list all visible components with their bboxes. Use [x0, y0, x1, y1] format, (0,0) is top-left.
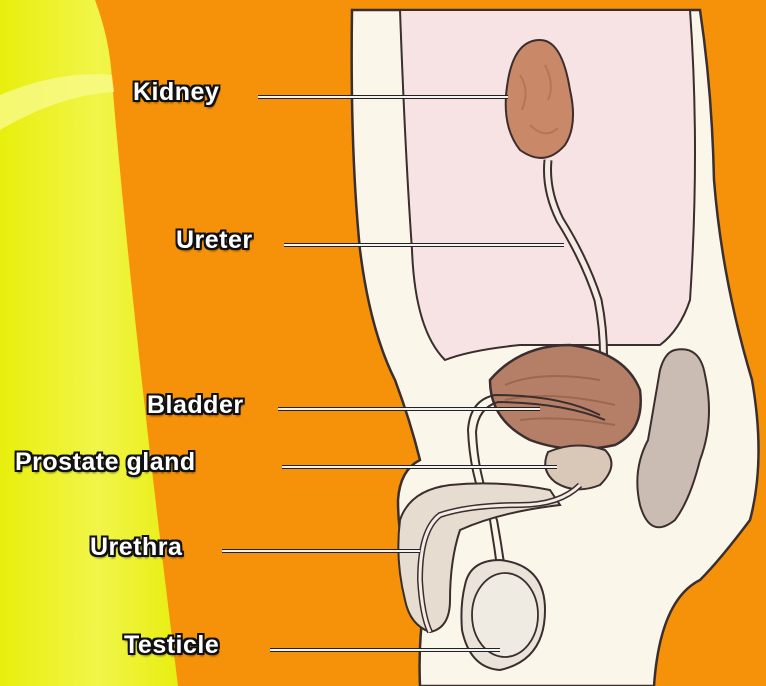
- leader-testicle: [270, 648, 500, 652]
- leader-urethra: [222, 549, 420, 553]
- label-kidney: Kidney: [133, 80, 219, 105]
- leader-prostate-gland: [282, 465, 557, 469]
- leader-ureter: [284, 243, 564, 247]
- testicle-shape: [472, 573, 538, 657]
- label-urethra: Urethra: [90, 535, 182, 560]
- label-testicle: Testicle: [124, 633, 219, 658]
- leader-kidney: [258, 95, 508, 99]
- leader-bladder: [278, 407, 540, 411]
- label-prostate-gland: Prostate gland: [15, 450, 196, 475]
- label-bladder: Bladder: [147, 393, 244, 418]
- label-ureter: Ureter: [176, 228, 253, 253]
